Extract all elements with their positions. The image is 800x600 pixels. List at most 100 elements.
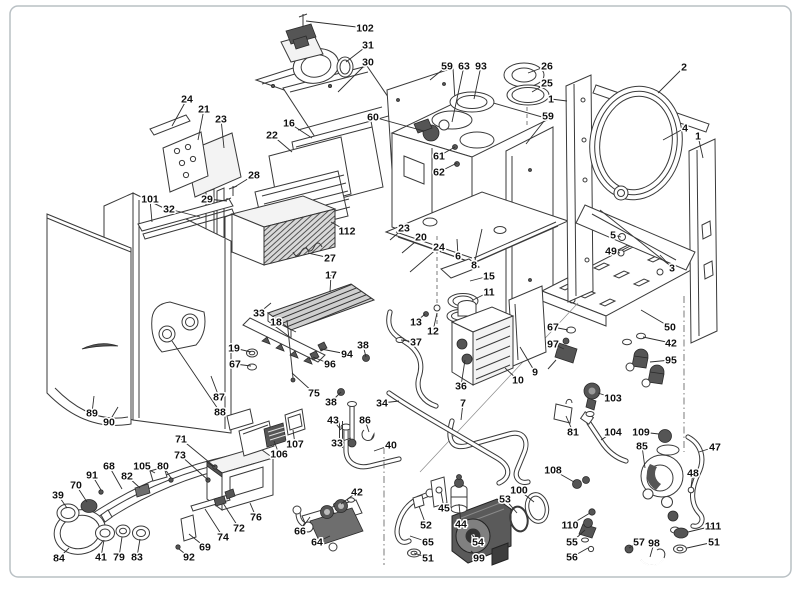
part-number-label: 39 (52, 490, 64, 502)
control-panel (53, 408, 306, 555)
part-number-label: 51 (708, 537, 720, 549)
leader-line (381, 400, 400, 404)
leader-line (168, 208, 201, 218)
part-number-label: 67 (229, 359, 241, 371)
leader-line (600, 431, 614, 441)
leader-line (401, 236, 422, 254)
part-number-label: 64 (311, 537, 323, 549)
leader-line (472, 291, 490, 301)
part-number-label: 26 (541, 61, 553, 73)
part-number-label: 73 (174, 450, 186, 462)
leader-line (75, 484, 88, 503)
leader-line (275, 321, 297, 333)
cabinet-jacket (46, 187, 235, 434)
part-number-label: 81 (567, 427, 579, 439)
part-number-label: 44 (455, 519, 467, 531)
part-number-label: 82 (121, 471, 133, 483)
leader-line (336, 437, 352, 444)
part-number-label: 25 (541, 78, 553, 90)
part-number-label: 55 (566, 537, 578, 549)
part-number-label: 106 (270, 449, 288, 461)
washer-12 (433, 304, 441, 312)
fitting-96 (309, 350, 320, 361)
part-number-label: 41 (95, 552, 107, 564)
leader-line (204, 508, 224, 538)
leader-line (657, 66, 685, 94)
leader-line (292, 429, 296, 445)
part-number-label: 83 (131, 552, 143, 564)
expansion-vessel-4 (589, 85, 683, 201)
leader-line (460, 359, 466, 387)
top-rail-32 (142, 208, 235, 240)
part-number-label: 67 (547, 322, 559, 334)
drain-valve-97 (554, 342, 578, 364)
part-number-label: 1 (695, 131, 701, 143)
part-number-label: 57 (633, 537, 645, 549)
part-number-label: 30 (362, 57, 374, 69)
leader-line (179, 454, 209, 481)
leader-line (519, 346, 536, 373)
leader-line (571, 529, 586, 543)
part-number-label: 99 (473, 553, 485, 565)
leader-line (525, 115, 549, 145)
part-number-label: 98 (648, 538, 660, 550)
leader-line (565, 415, 574, 433)
part-number-label: 107 (286, 439, 304, 451)
part-number-label: 12 (427, 326, 439, 338)
pipe-7 (448, 419, 530, 484)
leader-line (162, 465, 172, 479)
frame-rail-right (688, 138, 718, 344)
leader-line (552, 469, 575, 483)
leader-line (571, 547, 589, 558)
front-casing (46, 213, 132, 426)
leader-line (206, 198, 228, 202)
part-number-label: 42 (665, 338, 677, 350)
leader-line (550, 98, 568, 102)
part-number-label: 53 (499, 494, 511, 506)
part-number-label: 74 (217, 532, 229, 544)
part-number-label: 71 (175, 434, 187, 446)
leader-line (330, 221, 348, 232)
part-number-label: 4 (682, 123, 688, 135)
part-number-label: 59 (542, 111, 554, 123)
leader-line (429, 65, 448, 81)
clip-52 (412, 494, 425, 509)
part-number-label: 90 (103, 417, 115, 429)
part-number-label: 16 (283, 118, 295, 130)
nut-111 (673, 527, 689, 539)
leader-line (432, 312, 438, 332)
part-number-label: 10 (512, 375, 524, 387)
leader-line (364, 419, 370, 433)
flue-collar-26 (503, 62, 545, 88)
fan-screw (298, 13, 308, 26)
gas-valve (301, 447, 385, 565)
leader-line (697, 135, 704, 159)
leader-line (686, 541, 715, 549)
part-number-label: 85 (636, 441, 648, 453)
part-number-label: 50 (664, 322, 676, 334)
leader-line (197, 108, 205, 141)
part-number-label: 101 (141, 194, 159, 206)
part-number-label: 80 (157, 461, 169, 473)
part-number-label: 110 (562, 520, 579, 532)
electrode-75 (286, 319, 294, 379)
part-number-label: 51 (422, 553, 434, 565)
part-number-label: 43 (327, 415, 339, 427)
part-number-label: 112 (339, 226, 356, 238)
clip-38 (362, 354, 370, 362)
part-number-label: 23 (215, 114, 227, 126)
part-number-label: 65 (422, 537, 434, 549)
part-number-label: 75 (308, 388, 320, 400)
part-number-label: 54 (472, 537, 484, 549)
leader-line (552, 326, 569, 331)
part-number-label: 91 (86, 470, 98, 482)
leader-line (108, 406, 119, 423)
part-number-label: 66 (294, 526, 306, 538)
leader-line (640, 431, 660, 435)
leader-line (234, 363, 252, 367)
washer-51 (673, 544, 687, 554)
washers-42 (347, 497, 355, 503)
leader-line (299, 516, 311, 532)
leader-line (662, 127, 686, 141)
